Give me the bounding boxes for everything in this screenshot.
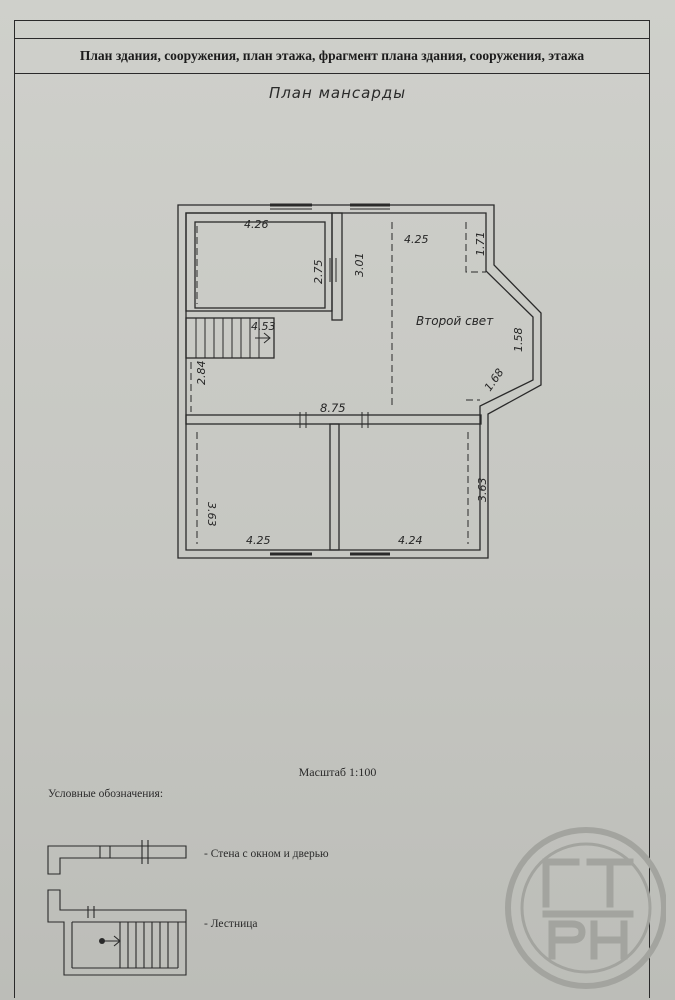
dim-2-75: 2.75 <box>312 260 325 285</box>
gtfn-seal-icon <box>505 827 666 989</box>
dim-1-71: 1.71 <box>474 232 487 257</box>
dim-3-63-right: 3.63 <box>476 478 489 503</box>
outer-wall-inner <box>185 212 534 551</box>
dim-4-25-bottom: 4.25 <box>246 534 271 547</box>
stair-outline <box>185 317 275 359</box>
plan-title: План мансарды <box>268 84 407 102</box>
wall-partition-bottom <box>329 423 340 551</box>
dim-2-84: 2.84 <box>195 361 208 386</box>
window-top-left <box>270 203 312 210</box>
room-label-second-light: Второй свет <box>416 314 494 328</box>
legend-stair-dot <box>99 938 105 944</box>
wall-partition-vertical <box>331 212 343 321</box>
page-frame <box>14 20 650 998</box>
legend-item-stair: - Лестница <box>204 918 258 930</box>
window-bottom-left <box>270 552 312 559</box>
legend-stair-symbol <box>47 889 187 976</box>
window-top-center <box>350 203 390 210</box>
wall-partition-horizontal <box>185 414 482 425</box>
legend-item-wall: - Стена с окном и дверью <box>204 848 329 860</box>
dim-line-bay-window <box>465 222 486 273</box>
scale-label: Масштаб 1:100 <box>298 765 377 779</box>
dim-4-26: 4.26 <box>244 218 269 231</box>
stair-arrow <box>255 332 271 344</box>
dim-8-75: 8.75 <box>320 401 346 415</box>
stair-treads <box>195 318 260 358</box>
legend-title: Условные обозначения: <box>48 788 164 800</box>
dim-4-25-top: 4.25 <box>404 233 429 246</box>
door-marks <box>299 258 369 428</box>
dim-4-24: 4.24 <box>398 534 423 547</box>
dim-1-68: 1.68 <box>482 366 507 394</box>
dim-3-01: 3.01 <box>353 253 366 278</box>
dim-1-58: 1.58 <box>512 328 525 353</box>
legend-wall-symbol <box>47 840 187 875</box>
dim-3-63-left: 3.63 <box>205 502 218 527</box>
wall-room-top-left-inner <box>194 221 326 309</box>
sheet-header-title: План здания, сооружения, план этажа, фра… <box>14 38 650 74</box>
window-bottom-right <box>350 552 390 559</box>
dim-4-53: 4.53 <box>251 320 276 333</box>
